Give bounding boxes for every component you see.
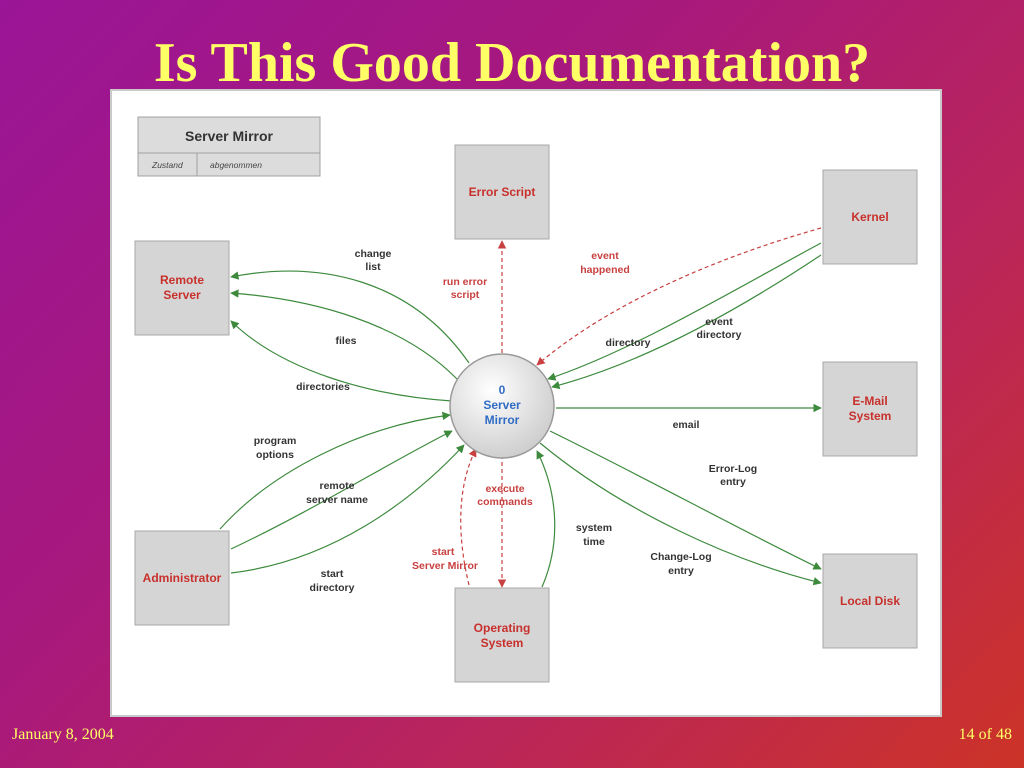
legend-title: Server Mirror [185, 128, 273, 144]
legend-value: abgenommen [210, 160, 262, 170]
process-number: 0 [499, 383, 506, 397]
diagram-panel: Server Mirror Zustand abgenommen Error S… [110, 89, 942, 717]
flow-change-log-entry [539, 442, 822, 586]
label-change-list-2: list [365, 261, 381, 273]
flow-directories [230, 320, 453, 402]
entity-local-disk-label: Local Disk [840, 594, 900, 608]
entity-email-system-line2: System [849, 409, 892, 423]
flow-program-options [219, 411, 451, 530]
slide-title: Is This Good Documentation? [153, 32, 871, 94]
entity-error-script: Error Script [454, 144, 550, 240]
label-error-log-entry-2: entry [720, 476, 746, 488]
label-remote-server-name-2: server name [306, 494, 368, 506]
flow-start-directory [230, 444, 465, 574]
footer-date: January 8, 2004 [12, 726, 114, 743]
entity-remote-server: Remote Server [134, 240, 230, 336]
entity-operating-system: Operating System [454, 587, 550, 683]
label-directory: directory [606, 337, 651, 349]
label-run-error-script-2: script [451, 289, 480, 301]
label-change-log-entry-2: entry [668, 565, 694, 577]
label-event-directory-1: event [705, 316, 733, 328]
label-files: files [335, 335, 356, 347]
label-change-list-1: change [355, 248, 392, 260]
entity-error-script-label: Error Script [469, 185, 536, 199]
label-program-options-1: program [254, 435, 297, 447]
entity-operating-system-line1: Operating [474, 621, 531, 635]
label-error-log-entry-1: Error-Log [709, 463, 757, 475]
entity-kernel-label: Kernel [851, 210, 888, 224]
entity-email-system-line1: E-Mail [852, 394, 887, 408]
label-event-happened-2: happened [580, 264, 630, 276]
label-run-error-script-1: run error [443, 276, 487, 288]
process-server-mirror: 0 Server Mirror [449, 353, 555, 459]
label-event-directory-2: directory [697, 329, 742, 341]
flow-event-directory [551, 254, 822, 390]
label-system-time-2: time [583, 536, 605, 548]
label-system-time-1: system [576, 522, 612, 534]
entity-local-disk: Local Disk [822, 553, 918, 649]
entity-administrator: Administrator [134, 530, 230, 626]
label-execute-commands-1: execute [485, 483, 524, 495]
label-change-log-entry-1: Change-Log [650, 551, 711, 563]
entity-operating-system-line2: System [481, 636, 524, 650]
footer-page-number: 14 of 48 [958, 726, 1012, 743]
label-event-happened-1: event [591, 250, 619, 262]
label-start-server-mirror-1: start [432, 546, 455, 558]
label-start-directory-2: directory [310, 582, 355, 594]
legend-field: Zustand [151, 160, 183, 170]
label-email: email [673, 419, 700, 431]
label-program-options-2: options [256, 449, 294, 461]
label-directories: directories [296, 381, 350, 393]
flow-files [230, 289, 466, 388]
legend-box: Server Mirror Zustand abgenommen [137, 116, 321, 177]
flow-event-happened [536, 227, 822, 366]
flow-start-server-mirror [460, 448, 477, 586]
label-start-directory-1: start [321, 568, 344, 580]
flow-system-time [536, 450, 556, 588]
label-start-server-mirror-2: Server Mirror [412, 560, 478, 572]
process-label-line1: Server [483, 398, 521, 412]
flow-directory [547, 242, 822, 381]
entity-remote-server-line1: Remote [160, 273, 204, 287]
data-flow-diagram: Server Mirror Zustand abgenommen Error S… [134, 116, 918, 683]
entity-kernel: Kernel [822, 169, 918, 265]
flow-remote-server-name [230, 430, 453, 550]
label-execute-commands-2: commands [477, 496, 533, 508]
flow-error-log-entry [549, 430, 822, 570]
entity-administrator-label: Administrator [143, 571, 222, 585]
label-remote-server-name-1: remote [319, 480, 354, 492]
entity-email-system: E-Mail System [822, 361, 918, 457]
process-label-line2: Mirror [485, 413, 520, 427]
entity-remote-server-line2: Server [163, 288, 201, 302]
